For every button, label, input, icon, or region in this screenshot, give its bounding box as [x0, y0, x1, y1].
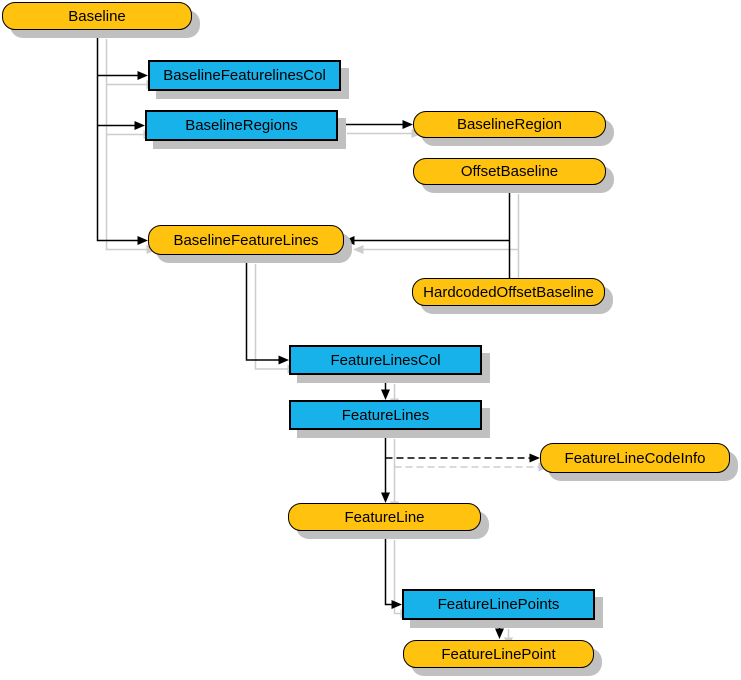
node-feature-line-points[interactable]: FeatureLinePoints: [402, 589, 595, 620]
arrowhead: [137, 71, 148, 80]
edge-shadow: [105, 39, 147, 251]
node-feature-lines[interactable]: FeatureLines: [289, 400, 482, 430]
node-offset-baseline[interactable]: OffsetBaseline: [413, 158, 606, 185]
node-baseline[interactable]: Baseline: [2, 2, 192, 30]
connectors: [96, 30, 540, 639]
node-baseline-region[interactable]: BaselineRegion: [413, 111, 606, 138]
arrowhead: [402, 120, 413, 129]
arrowhead: [134, 121, 145, 130]
edge-shadow: [254, 264, 288, 370]
node-baseline-feature-lines[interactable]: BaselineFeatureLines: [148, 225, 344, 255]
edge-baseline-feature-lines-to-feature-lines-col: [245, 255, 289, 365]
arrowhead: [344, 236, 355, 245]
edge-baseline-to-baseline-regions: [97, 121, 145, 130]
edge-feature-lines-to-feature-line-code-info: [385, 453, 540, 463]
node-feature-line-point[interactable]: FeatureLinePoint: [403, 640, 594, 668]
arrowhead: [278, 355, 289, 365]
arrowhead: [381, 389, 390, 400]
arrowhead: [391, 600, 402, 609]
arrowhead-shadow: [353, 245, 364, 254]
edge-line: [384, 531, 392, 606]
edge-shadow: [363, 194, 520, 287]
arrowhead: [381, 492, 390, 503]
edge-line: [245, 255, 279, 361]
arrowhead: [137, 236, 148, 245]
edge-line: [96, 30, 138, 242]
arrowhead: [529, 453, 540, 463]
edge-baseline-to-baseline-feature-lines: [96, 30, 148, 245]
edge-feature-line-points-to-feature-line-point: [495, 620, 504, 639]
edge-feature-lines-col-to-feature-lines: [381, 375, 390, 400]
edge-baseline-to-baseline-featurelines-col: [97, 71, 148, 80]
node-baseline-regions[interactable]: BaselineRegions: [145, 110, 338, 141]
edge-feature-lines-to-feature-line: [381, 430, 390, 503]
edge-line: [354, 185, 511, 278]
node-feature-line[interactable]: FeatureLine: [288, 503, 481, 531]
edge-baseline-regions-to-baseline-region: [338, 120, 413, 129]
arrowhead: [495, 628, 504, 639]
node-feature-line-code-info[interactable]: FeatureLineCodeInfo: [540, 443, 730, 473]
node-hardcoded-offset-baseline[interactable]: HardcodedOffsetBaseline: [412, 278, 605, 306]
node-baseline-featurelines-col[interactable]: BaselineFeaturelinesCol: [148, 60, 341, 91]
node-feature-lines-col[interactable]: FeatureLinesCol: [289, 345, 482, 375]
edge-offset-baselines-to-baseline-feature-lines: [344, 185, 511, 278]
edge-shadow: [393, 540, 401, 615]
edge-feature-line-to-feature-line-points: [384, 531, 402, 609]
